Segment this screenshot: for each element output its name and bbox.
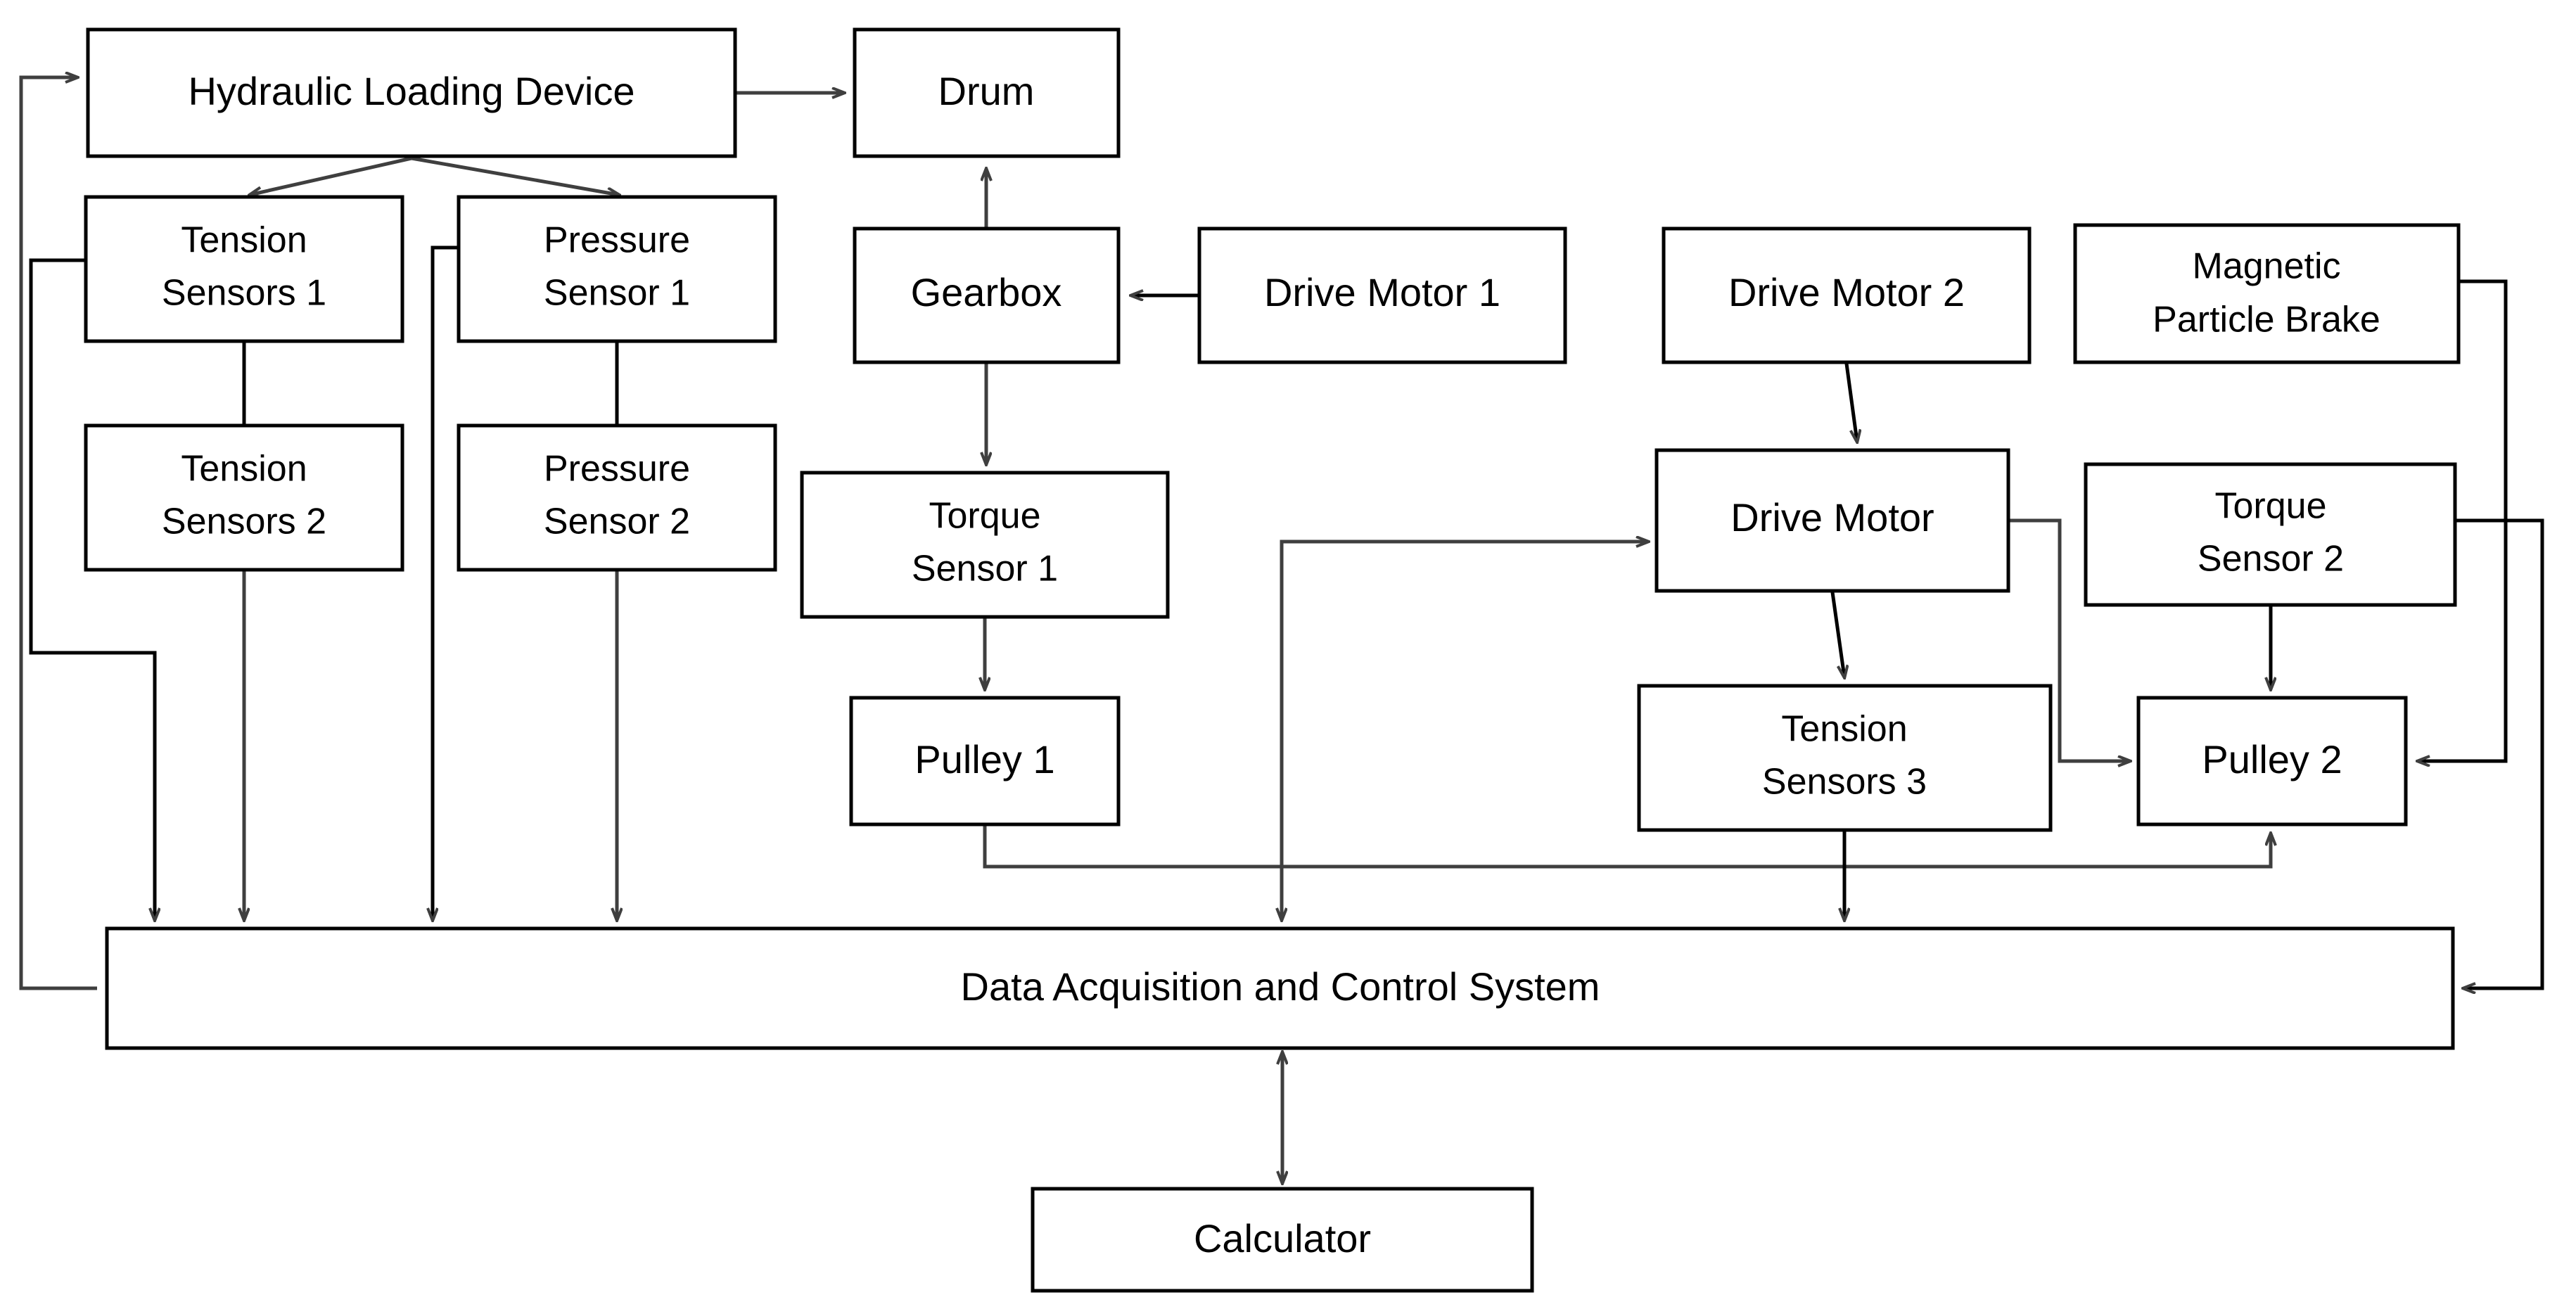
- node-label: Drive Motor 2: [1728, 270, 1965, 314]
- node-label-line2: Sensors 2: [162, 502, 326, 542]
- node-label-line2: Sensors 1: [162, 273, 326, 314]
- node-torque-sensor-2[interactable]: Torque Sensor 2: [2084, 462, 2457, 607]
- node-drive-motor-1[interactable]: Drive Motor 1: [1197, 226, 1567, 364]
- edge-tension1-to-daq: [29, 258, 155, 920]
- node-label: Pulley 2: [2202, 737, 2342, 781]
- node-label: Pulley 1: [914, 737, 1054, 781]
- node-label-line1: Tension: [181, 449, 307, 490]
- node-label-line1: Tension: [181, 220, 307, 261]
- edge-hydraulic-to-tension1: [250, 156, 412, 195]
- node-box: [853, 226, 1121, 364]
- node-label: Calculator: [1194, 1216, 1371, 1260]
- node-pressure-sensor-2[interactable]: Pressure Sensor 2: [457, 423, 777, 572]
- node-label-line2: Sensor 2: [544, 502, 690, 542]
- node-hydraulic-loading-device[interactable]: Hydraulic Loading Device: [86, 27, 737, 158]
- node-label-line1: Torque: [929, 496, 1041, 537]
- node-calculator[interactable]: Calculator: [1031, 1187, 1534, 1293]
- node-box: [800, 471, 1170, 619]
- edge-daq-to-hydraulic: [19, 77, 97, 990]
- edge-drivemotor2-to-drivemotor: [1844, 363, 1857, 442]
- edge-pressure1-to-daq: [433, 245, 457, 920]
- node-box: [853, 27, 1121, 158]
- node-box: [457, 195, 777, 343]
- edge-torque2-to-daq: [2455, 518, 2544, 988]
- node-box: [1031, 1187, 1534, 1293]
- edge-drivemotor-to-tension3: [1830, 592, 1844, 677]
- node-tension-sensors-3[interactable]: Tension Sensors 3: [1637, 684, 2053, 832]
- node-drive-motor[interactable]: Drive Motor: [1654, 448, 2010, 593]
- edge-drivemotor-to-pulley2: [2008, 518, 2130, 761]
- node-box: [2084, 462, 2457, 607]
- node-drum[interactable]: Drum: [853, 27, 1121, 158]
- node-magnetic-particle-brake[interactable]: Magnetic Particle Brake: [2073, 223, 2461, 364]
- edge-layer: [19, 77, 2544, 1183]
- node-label: Hydraulic Loading Device: [188, 69, 635, 113]
- node-label: Drum: [938, 69, 1035, 113]
- node-gearbox[interactable]: Gearbox: [853, 226, 1121, 364]
- node-label-line1: Magnetic: [2193, 246, 2341, 287]
- node-label-line1: Torque: [2215, 486, 2327, 527]
- node-label-line1: Pressure: [544, 449, 690, 490]
- node-data-acquisition-and-control-system[interactable]: Data Acquisition and Control System: [105, 926, 2455, 1050]
- edge-pulley1-to-pulley2: [983, 824, 2271, 869]
- node-box: [1197, 226, 1567, 364]
- node-label-line2: Particle Brake: [2153, 300, 2380, 340]
- node-box: [84, 423, 404, 572]
- node-box: [105, 926, 2455, 1050]
- node-box: [457, 423, 777, 572]
- node-pulley-2[interactable]: Pulley 2: [2136, 696, 2408, 826]
- node-box: [1662, 226, 2032, 364]
- node-label: Data Acquisition and Control System: [961, 964, 1600, 1009]
- node-label: Drive Motor 1: [1264, 270, 1500, 314]
- node-box: [86, 27, 737, 158]
- node-box: [2136, 696, 2408, 826]
- node-box: [84, 195, 404, 343]
- node-box: [849, 696, 1121, 826]
- node-label-line1: Pressure: [544, 220, 690, 261]
- node-pressure-sensor-1[interactable]: Pressure Sensor 1: [457, 195, 777, 343]
- node-label-line2: Sensors 3: [1762, 762, 1927, 803]
- edge-hydraulic-to-pressure1: [411, 156, 619, 195]
- node-label-line2: Sensor 1: [912, 549, 1058, 589]
- node-tension-sensors-1[interactable]: Tension Sensors 1: [84, 195, 404, 343]
- node-box: [1654, 448, 2010, 593]
- node-label-line2: Sensor 2: [2198, 539, 2344, 580]
- node-pulley-1[interactable]: Pulley 1: [849, 696, 1121, 826]
- node-label: Drive Motor: [1730, 495, 1934, 540]
- node-drive-motor-2[interactable]: Drive Motor 2: [1662, 226, 2032, 364]
- node-label-line1: Tension: [1781, 709, 1907, 750]
- node-label-line2: Sensor 1: [544, 273, 690, 314]
- node-tension-sensors-2[interactable]: Tension Sensors 2: [84, 423, 404, 572]
- node-torque-sensor-1[interactable]: Torque Sensor 1: [800, 471, 1170, 619]
- node-box: [1637, 684, 2053, 832]
- node-label: Gearbox: [911, 270, 1062, 314]
- node-box: [2073, 223, 2461, 364]
